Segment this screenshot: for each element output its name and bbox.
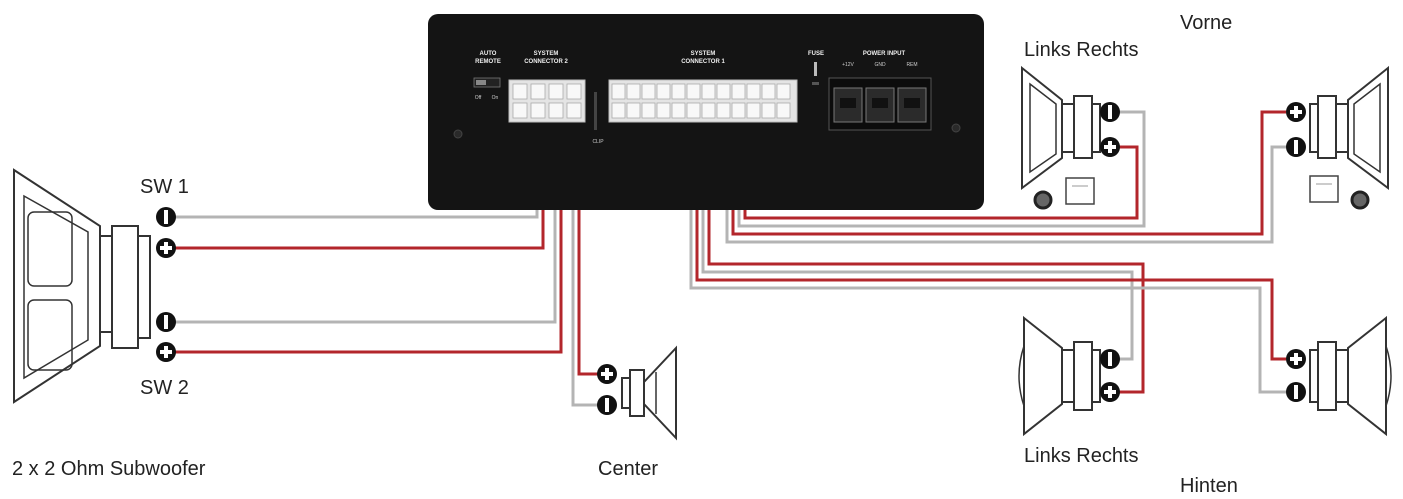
rear-left-minus-terminal-icon: [1100, 349, 1120, 369]
switch-on-label: On: [492, 95, 499, 101]
amplifier: AUTO REMOTE Off On SYSTEM CONNECTOR 2 CL…: [428, 14, 984, 210]
sw1-plus-terminal-icon: [156, 238, 176, 258]
system-connector-2-label-a: SYSTEM: [534, 51, 559, 57]
front-left-plus-terminal-icon: [1100, 137, 1120, 157]
front-right-speaker: [1309, 65, 1389, 190]
system-connector-2-label-b: CONNECTOR 2: [524, 59, 568, 65]
subwoofer-label: 2 x 2 Ohm Subwoofer: [12, 458, 206, 480]
power-input-label: POWER INPUT: [863, 51, 906, 57]
subwoofer-speaker: [13, 168, 151, 404]
switch-knob: [476, 80, 486, 85]
front-right-plus-terminal-icon: [1286, 102, 1306, 122]
system-connector-1: [608, 79, 798, 123]
auto-label: AUTO: [480, 51, 497, 57]
system-connector-1-label-b: CONNECTOR 1: [681, 59, 725, 65]
sw1-label: SW 1: [140, 176, 189, 198]
rear-right-minus-terminal-icon: [1286, 382, 1306, 402]
front-left-minus-terminal-icon: [1100, 102, 1120, 122]
power-pin-12v-label: +12V: [842, 62, 854, 68]
center-speaker: [621, 345, 677, 441]
sw2-label: SW 2: [140, 377, 189, 399]
front-left-crossover-icon: [1065, 177, 1095, 205]
front-right-tweeter-icon: [1350, 190, 1370, 210]
wire-rear-right-positive: [695, 122, 1286, 361]
center-minus-terminal-icon: [597, 395, 617, 415]
rear-left-speaker: [1018, 315, 1101, 437]
center-plus-terminal-icon: [597, 364, 617, 384]
rear-right-plus-terminal-icon: [1286, 349, 1306, 369]
fuse-label: FUSE: [808, 51, 824, 57]
fuse-holder: [812, 82, 819, 85]
front-left-tweeter-icon: [1033, 190, 1053, 210]
wire-center-negative: [571, 122, 605, 407]
power-pin-gnd-label: GND: [874, 62, 886, 68]
sw2-plus-terminal-icon: [156, 342, 176, 362]
rear-links-rechts-label: Links Rechts: [1024, 445, 1139, 467]
power-input-terminal: [828, 77, 932, 131]
power-pin-rem-label: REM: [906, 62, 917, 68]
hinten-label: Hinten: [1180, 475, 1238, 497]
screw-right: [951, 123, 961, 133]
remote-label: REMOTE: [475, 59, 501, 65]
front-right-crossover-icon: [1309, 175, 1339, 203]
wire-rear-right-negative: [689, 122, 1286, 394]
rear-left-plus-terminal-icon: [1100, 382, 1120, 402]
vorne-label: Vorne: [1180, 12, 1232, 34]
clip-led: [594, 92, 597, 130]
front-left-speaker: [1021, 65, 1101, 190]
sw2-minus-terminal-icon: [156, 312, 176, 332]
center-label: Center: [598, 458, 658, 480]
auto-remote-switch: [473, 77, 501, 88]
wire-rear-left-positive: [707, 122, 1145, 394]
fuse-icon: [814, 62, 817, 76]
clip-label: CLIP: [592, 139, 604, 145]
front-right-minus-terminal-icon: [1286, 137, 1306, 157]
terminals: [156, 102, 1306, 415]
front-links-rechts-label: Links Rechts: [1024, 39, 1139, 61]
screw-left: [453, 129, 463, 139]
rear-right-speaker: [1309, 315, 1392, 437]
switch-off-label: Off: [475, 95, 482, 101]
sw1-minus-terminal-icon: [156, 207, 176, 227]
system-connector-2: [508, 79, 586, 123]
wire-rear-left-negative: [701, 122, 1134, 361]
system-connector-1-label-a: SYSTEM: [691, 51, 716, 57]
